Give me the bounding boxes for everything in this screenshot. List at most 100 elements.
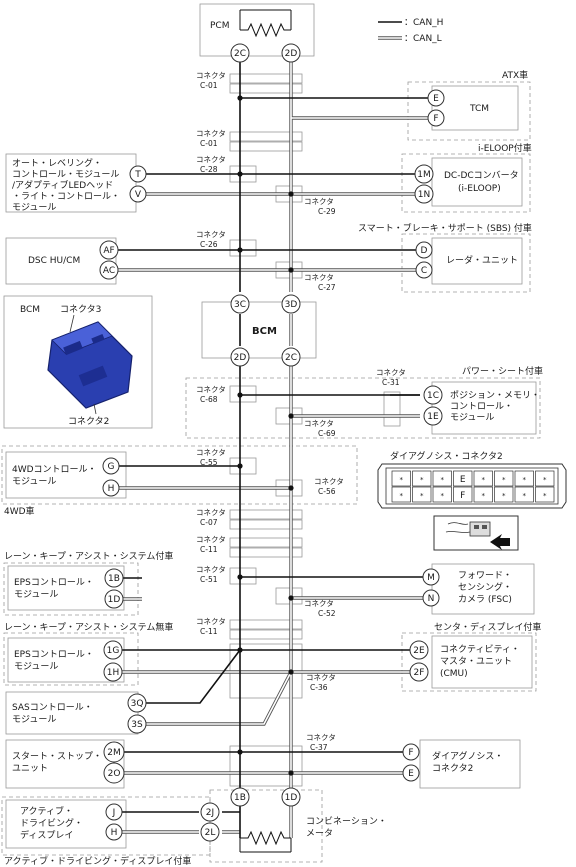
diag-cell-label: E (460, 475, 466, 485)
pin-headlight-h-label: T (134, 170, 141, 180)
fourwd-group-label: 4WD車 (4, 505, 35, 517)
c37-word: コネクタ (306, 733, 336, 742)
power-seat-group-frame (185, 377, 541, 439)
pin-eps1-h-label: 1B (108, 574, 120, 584)
sbs-group-label: スマート・ブレーキ・サポート (SBS) 付車 (358, 222, 532, 234)
c31-word: コネクタ (376, 368, 406, 377)
c26-id: C-26 (200, 240, 218, 249)
diag-cell (432, 486, 452, 503)
pin-eps2-h-label: 1G (107, 646, 120, 656)
pin-pcm-h-label: 2C (234, 49, 246, 59)
pin-headlight-h (129, 165, 147, 183)
connector-c01-a (229, 73, 303, 84)
seat-label-line1: ポジション・メモリ・ (450, 390, 540, 401)
c68-word: コネクタ (196, 385, 226, 394)
diag-cell (412, 486, 432, 503)
sbs-group-frame (401, 233, 531, 293)
diag-cell-label: * (441, 492, 445, 500)
pin-headlight-l-label: V (135, 190, 142, 200)
diag-cell-label: * (502, 492, 506, 500)
seat-module-box (431, 381, 537, 435)
c07-id: C-07 (200, 518, 218, 527)
meter-label-line2: メータ (306, 828, 333, 839)
power-seat-group-label: パワー・シート付車 (462, 365, 543, 377)
diag-cell-label: * (400, 492, 404, 500)
diag-module-box (419, 739, 521, 789)
pin-seat-l-label: 1E (427, 412, 439, 422)
diag-cell (432, 470, 452, 487)
pin-ads-h-label: J (112, 808, 116, 818)
legend-can-l: ：CAN_L (404, 34, 442, 44)
cmu-label-line3: (CMU) (440, 669, 468, 679)
connector-plug-illustration (433, 515, 519, 551)
pin-tcm-h (427, 89, 445, 107)
bcm-photo-conn3: コネクタ3 (60, 304, 101, 315)
pin-sas-h-label: 3Q (131, 699, 144, 709)
center-display-group-label: センタ・ディスプレイ付車 (434, 621, 541, 633)
pin-seat-h (423, 385, 443, 405)
no-lkas-group-frame (3, 632, 139, 686)
diag-cell-label: * (523, 476, 527, 484)
c07-word: コネクタ (196, 508, 226, 517)
tcm-label: TCM (469, 104, 489, 114)
diag-cell-label: * (482, 476, 486, 484)
pin-fsc-h (422, 568, 440, 586)
c56-id: C-56 (318, 487, 336, 496)
pin-dsc-h (99, 240, 119, 260)
c11b-id: C-11 (200, 627, 218, 636)
cmu-label-line2: マスタ・ユニット (440, 656, 512, 667)
radar-box (431, 237, 523, 285)
fourwd-group-frame (1, 445, 358, 505)
connector-c07-a (229, 509, 303, 520)
tcm-box (431, 85, 519, 131)
connector-c01-c (229, 131, 303, 142)
bcm-photo-title: BCM (20, 305, 40, 315)
meter-label-line1: コンビネーション・ (306, 816, 387, 827)
c01a-word: コネクタ (196, 71, 226, 80)
c51-id: C-51 (200, 575, 218, 584)
diag-connector-title: ダイアグノシス・コネクタ2 (390, 450, 503, 462)
c11b-word: コネクタ (196, 617, 226, 626)
fsc-label-line1: フォワード・ (458, 571, 512, 581)
pin-ads-h (105, 803, 123, 821)
c69-word: コネクタ (304, 419, 334, 428)
c01b-word: コネクタ (196, 129, 226, 138)
connector-c01-b (229, 83, 303, 94)
c52-id: C-52 (318, 609, 336, 618)
cmu-box (431, 635, 533, 689)
connector-labels: コネクタ C-01 コネクタ C-01 コネクタ C-28 コネクタ C-29 … (196, 71, 406, 752)
connector-c52 (275, 587, 303, 605)
diag-cell-label: * (420, 476, 424, 484)
pin-fourwd-l (102, 479, 120, 497)
pin-fourwd-l-label: H (108, 484, 115, 494)
pin-meter-ads-h-label: 2J (206, 808, 214, 818)
seat-label-line3: モジュール (450, 413, 494, 423)
diag-cell (453, 470, 473, 487)
pin-diag-h (402, 743, 420, 761)
fourwd-label-line1: 4WDコントロール・ (12, 465, 97, 475)
eps1-box (7, 565, 125, 611)
pin-dcdc-l-label: 1N (418, 190, 430, 200)
lkas-group-frame (3, 562, 139, 616)
c01a-id: C-01 (200, 81, 218, 90)
pin-eps1-h (104, 568, 124, 588)
headlight-label-line4: ・ライト・コントロール・ (12, 191, 120, 202)
diag-cell (535, 470, 555, 487)
c51-word: コネクタ (196, 565, 226, 574)
pin-seat-l (423, 406, 443, 426)
diag-cell-label: * (400, 476, 404, 484)
diag-cell-label: * (441, 476, 445, 484)
c27-word: コネクタ (304, 273, 334, 282)
can-h-wires (117, 62, 430, 838)
pin-eps1-l-label: 1D (108, 595, 121, 605)
pin-radar-h-label: D (421, 246, 428, 256)
connector-c51 (229, 567, 257, 585)
pin-radar-l-label: C (421, 266, 427, 276)
pin-eps1-l (104, 589, 124, 609)
pin-tcm-l (427, 109, 445, 127)
diag-cell-label: * (543, 492, 547, 500)
c36-id: C-36 (310, 683, 328, 692)
c29-id: C-29 (318, 207, 336, 216)
sas-label-line2: モジュール (12, 715, 56, 725)
